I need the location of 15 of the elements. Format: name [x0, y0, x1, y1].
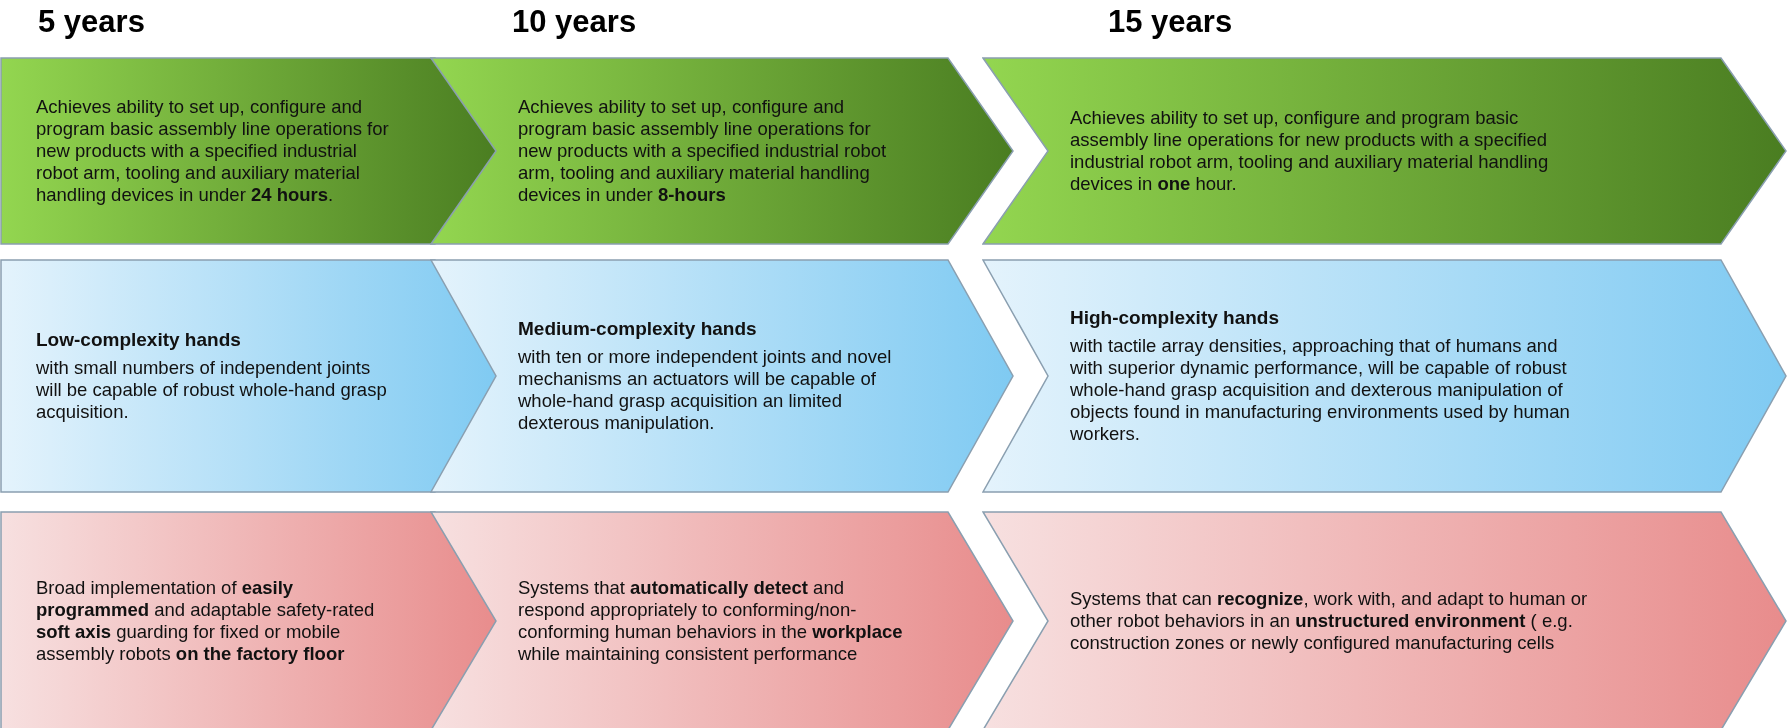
description-text: Broad implementation of easily programmed and adaptable safety-rated soft axis guarding for fixed or mobile assembly robots on the factory floor — [36, 577, 376, 665]
period-heading: 10 years — [512, 4, 637, 40]
description-text: with small numbers of independent joints will be capable of robust whole-hand grasp acquisition. — [36, 357, 388, 423]
heading-text: Low-complexity hands — [36, 329, 242, 351]
period-heading: 15 years — [1108, 4, 1233, 40]
description-text: Systems that can recognize, work with, and adapt to human or other robot behaviors in an unstructured environment ( e.g. construction zones or newly configured manufacturing cells — [1070, 588, 1589, 654]
description-text: Systems that automatically detect and respond appropriately to conforming/non-conforming human behaviors in the workplace while maintaining consistent performance — [518, 577, 904, 665]
description-text: Achieves ability to set up, configure and program basic assembly line operations for new products with a specified industrial robot arm, tooling and auxiliary material handling devices in under 24 hours. — [36, 96, 390, 206]
heading-text: High-complexity hands — [1070, 307, 1281, 329]
description-text: with ten or more independent joints and novel mechanisms an actuators will be capable of whole-hand grasp acquisition an limited dexterous manipulation. — [518, 346, 893, 434]
period-heading: 5 years — [38, 4, 145, 40]
description-text: with tactile array densities, approaching that of humans and with superior dynamic performance, will be capable of robust whole-hand grasp acquisition and dexterous manipulation of objects found in manufacturing environments used by human workers. — [1070, 335, 1571, 445]
heading-text: Medium-complexity hands — [518, 318, 758, 340]
description-text: Achieves ability to set up, configure and program basic assembly line operations for new products with a specified industrial robot arm, tooling and auxiliary material handling devices in under 8-hours — [518, 96, 888, 206]
description-text: Achieves ability to set up, configure and program basic assembly line operations for new products with a specified industrial robot arm, tooling and auxiliary material handling devices in one hour. — [1070, 107, 1550, 195]
